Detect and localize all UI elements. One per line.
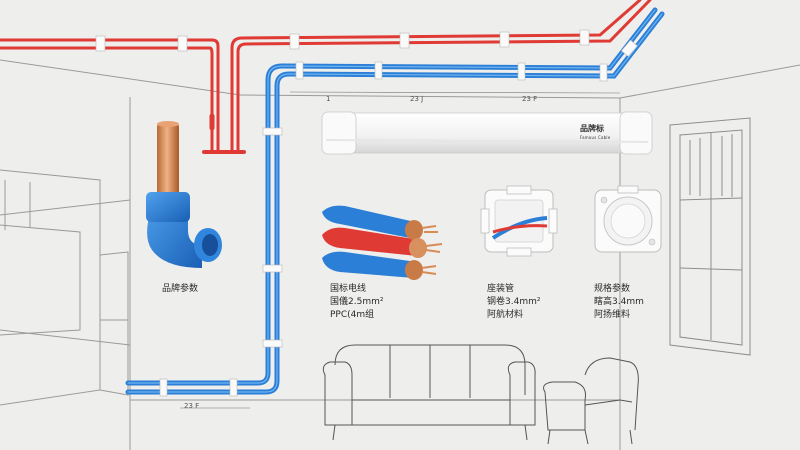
pvc-conduit-pipe <box>321 111 653 155</box>
wire-spec-line-3: PPC(4m组 <box>330 310 375 320</box>
dimension-ticks <box>180 91 621 409</box>
dimension-top-a: 1 <box>326 95 331 103</box>
square-junction-box-icon <box>480 185 558 257</box>
sofa-sketch-icon <box>322 344 536 441</box>
round-box-line-2: 瞎高3.4mm <box>594 297 644 307</box>
blue-pipe-clips <box>159 39 638 397</box>
pvc-elbow-icon <box>146 121 222 268</box>
round-box-line-1: 规格参数 <box>594 284 631 294</box>
pvc-brand-print: 品牌标 Famous Cable <box>580 124 610 142</box>
pvc-brand-sub: Famous Cable <box>580 135 611 140</box>
square-box-spec-label: 座装管 钢卷3.4mm² 阿航材料 <box>487 283 540 322</box>
square-box-line-2: 钢卷3.4mm² <box>487 297 541 307</box>
window-sketch-icon <box>669 117 751 356</box>
elbow-caption: 品牌参数 <box>162 284 199 294</box>
round-junction-box-icon <box>594 185 662 253</box>
round-box-spec-label: 规格参数 瞎高3.4mm 阿扬维料 <box>594 283 644 322</box>
blue-water-pipes <box>125 7 665 395</box>
pvc-brand-name: 品牌标 <box>580 124 604 133</box>
dimension-bottom: 23 F <box>184 402 200 410</box>
dimension-top-b: 23 J <box>410 95 424 103</box>
tv-cabinet-sketch-icon <box>0 169 129 406</box>
round-box-line-3: 阿扬维料 <box>594 310 631 320</box>
square-box-line-3: 阿航材料 <box>487 310 524 320</box>
red-conduit-clips <box>95 29 590 52</box>
copper-wire-icon <box>322 205 443 280</box>
dimension-top-c: 23 F <box>522 95 538 103</box>
wire-spec-line-2: 国儀2.5mm² <box>330 297 384 307</box>
wire-spec-line-1: 国标电线 <box>330 284 367 294</box>
wire-spec-label: 国标电线 国儀2.5mm² PPC(4m组 <box>330 283 383 322</box>
red-electrical-conduit <box>0 0 652 154</box>
armchair-sketch-icon <box>543 357 639 445</box>
square-box-line-1: 座装管 <box>487 284 515 294</box>
